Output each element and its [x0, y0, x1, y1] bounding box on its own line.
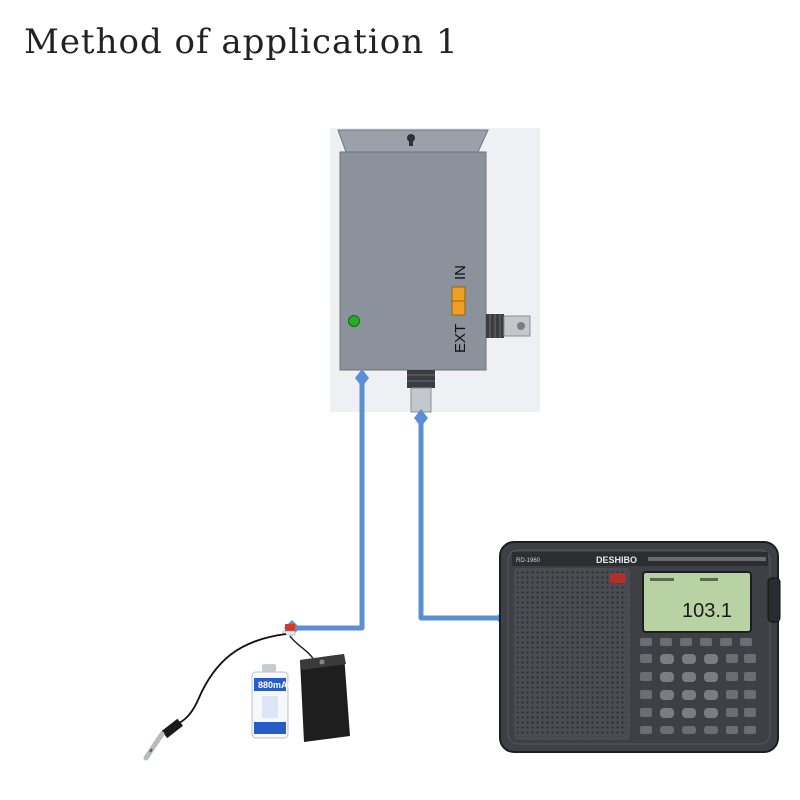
switch-label-in: IN: [452, 265, 469, 280]
power-wire-endpoint: [355, 369, 369, 387]
key[interactable]: [740, 638, 752, 646]
tuning-knob[interactable]: [767, 577, 781, 623]
key[interactable]: [744, 672, 756, 681]
key[interactable]: [640, 708, 652, 717]
key[interactable]: [744, 690, 756, 699]
radio-frequency: 103.1: [682, 600, 732, 622]
key[interactable]: [704, 708, 718, 718]
key[interactable]: [720, 638, 732, 646]
battery-capacity-label: 880mAh: [258, 680, 293, 690]
key[interactable]: [704, 726, 718, 734]
key[interactable]: [660, 708, 674, 718]
battery-9v: 880mAh: [251, 664, 293, 739]
key[interactable]: [726, 708, 738, 717]
radio-lcd: [642, 571, 752, 633]
radio-model: RD-1960: [516, 558, 541, 564]
key[interactable]: [640, 654, 652, 663]
signal-wire: [418, 418, 502, 621]
amplifier-device: IN EXT: [330, 128, 540, 413]
key[interactable]: [704, 654, 718, 664]
key[interactable]: [726, 672, 738, 681]
key[interactable]: [660, 638, 672, 646]
key[interactable]: [744, 726, 756, 734]
key[interactable]: [744, 654, 756, 663]
power-led: [348, 315, 360, 327]
switch-label-ext: EXT: [452, 324, 469, 353]
radio-brand: DESHIBO: [596, 555, 637, 565]
key[interactable]: [700, 638, 712, 646]
key[interactable]: [682, 690, 696, 700]
key[interactable]: [682, 654, 696, 664]
key[interactable]: [640, 638, 652, 646]
output-connector: [407, 370, 435, 413]
battery-holder: [300, 654, 350, 742]
key[interactable]: [726, 726, 738, 734]
radio-power-button[interactable]: [610, 573, 626, 583]
ext-in-switch[interactable]: [451, 286, 466, 316]
key[interactable]: [660, 672, 674, 682]
key[interactable]: [640, 690, 652, 699]
key[interactable]: [704, 672, 718, 682]
key[interactable]: [682, 708, 696, 718]
key[interactable]: [682, 726, 696, 734]
key[interactable]: [640, 672, 652, 681]
device-body: [339, 151, 487, 371]
key[interactable]: [744, 708, 756, 717]
diagram-title: Method of application 1: [24, 22, 459, 62]
key[interactable]: [660, 690, 674, 700]
power-wire: [292, 378, 365, 631]
key[interactable]: [660, 654, 674, 664]
key[interactable]: [660, 726, 674, 734]
key[interactable]: [640, 726, 652, 734]
key[interactable]: [726, 690, 738, 699]
mounting-hole: [407, 134, 415, 146]
key[interactable]: [682, 672, 696, 682]
audio-jack: [143, 718, 183, 761]
key[interactable]: [704, 690, 718, 700]
key[interactable]: [680, 638, 692, 646]
battery-pack: 880mAh: [143, 624, 350, 761]
signal-wire-endpoint: [414, 409, 428, 427]
radio-keypad: [640, 638, 756, 734]
key[interactable]: [726, 654, 738, 663]
radio-receiver: RD-1960 DESHIBO 103.1: [499, 541, 781, 753]
antenna-connector: [486, 314, 531, 338]
